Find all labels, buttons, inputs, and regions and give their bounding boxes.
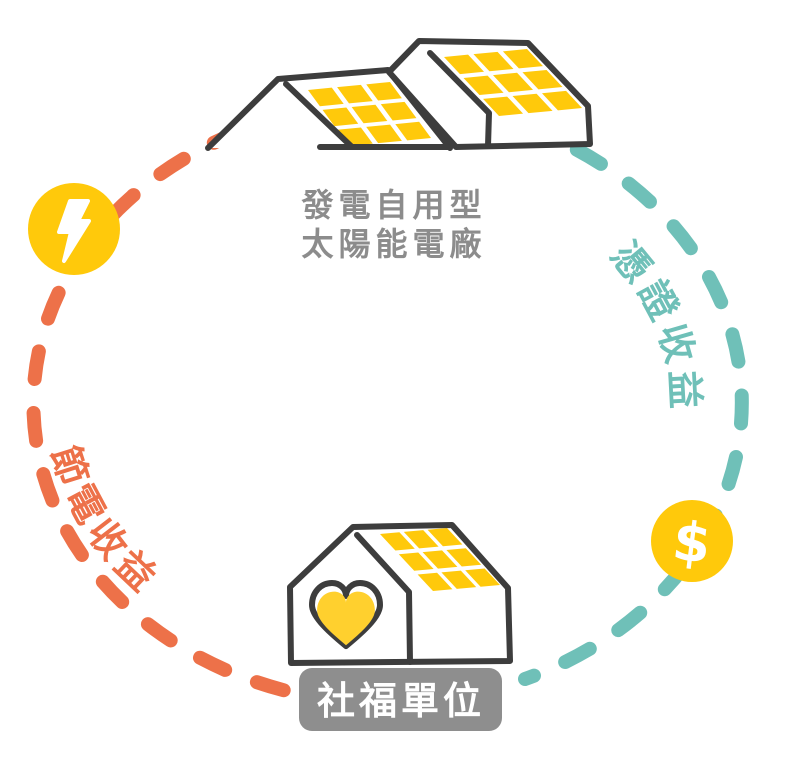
welfare-label: 社福單位: [299, 668, 502, 731]
welfare-label-bg: [299, 668, 502, 731]
lightning-icon: [28, 183, 120, 275]
plant-label-line2: 太陽能電廠: [301, 225, 486, 263]
solar-house-right-outline: [386, 38, 593, 150]
welfare-label-text: 社福單位: [317, 679, 485, 723]
plant-label-line1: 發電自用型: [300, 186, 486, 224]
welfare-house-ridge: [354, 532, 413, 665]
left-arc: [26, 96, 429, 700]
solar-house-right: [386, 38, 593, 150]
dollar-icon-circle: [651, 500, 733, 582]
solar-house-left-ridge: [283, 81, 355, 150]
solar-house-right-ridge: [427, 50, 492, 149]
welfare-house-outline: [287, 522, 513, 666]
dollar-sign-glyph: $: [669, 509, 714, 576]
welfare-house: [287, 522, 513, 666]
dollar-icon: $: [651, 500, 733, 582]
right-arc: [513, 118, 749, 686]
lightning-bolt-glyph: [57, 199, 91, 263]
arc-label-right: 憑證收益: [602, 233, 707, 415]
